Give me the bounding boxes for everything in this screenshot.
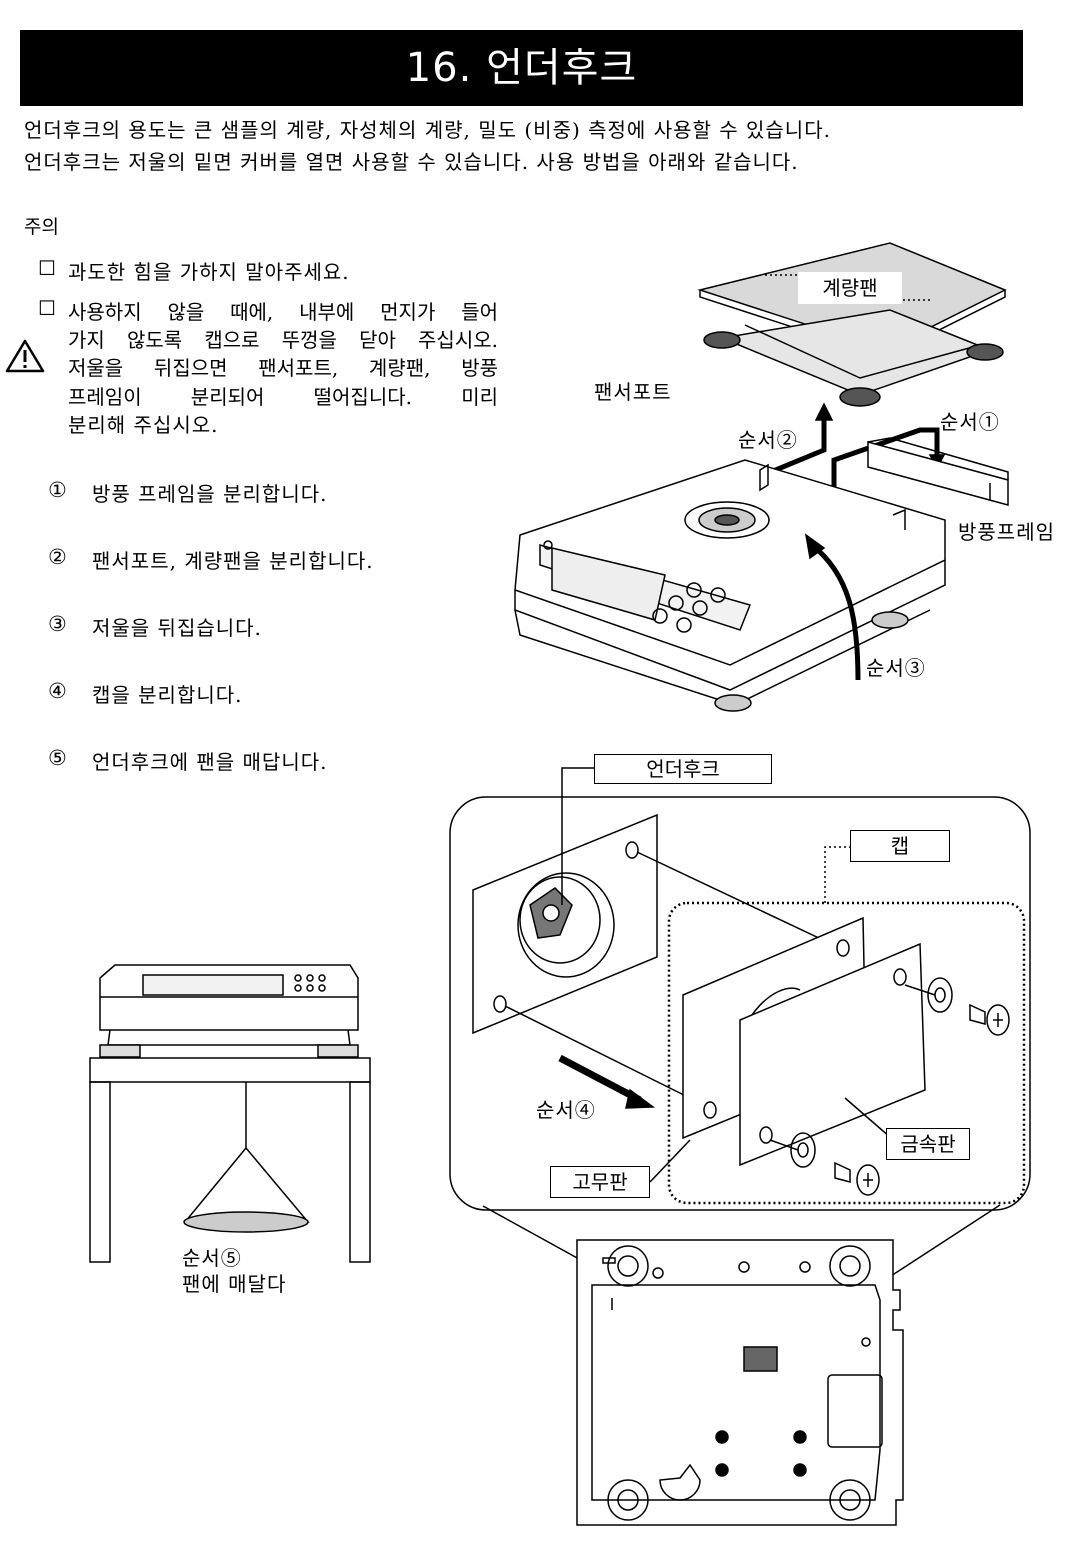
caution-line: 분리해 주십시오. bbox=[68, 413, 219, 437]
under-hook-label: 언더후크 bbox=[594, 754, 772, 784]
intro-line-2: 언더후크는 저울의 밑면 커버를 열면 사용할 수 있습니다. 사용 방법을 아… bbox=[24, 150, 799, 174]
caution-line: 저울을 뒤집으면 팬서포트, 계량팬, 방풍 bbox=[68, 356, 498, 380]
step-number: ④ bbox=[48, 679, 67, 703]
step2-label: 순서② bbox=[738, 428, 798, 452]
windshield-label: 방풍프레임 bbox=[958, 520, 1055, 544]
step-text: 저울을 뒤집습니다. bbox=[92, 616, 262, 640]
cap-label: 캡 bbox=[850, 830, 950, 862]
intro-line-1: 언더후크의 용도는 큰 샘플의 계량, 자성체의 계량, 밀도 (비중) 측정에… bbox=[24, 118, 831, 142]
caution-heading: 주의 bbox=[24, 216, 59, 238]
weighing-pan-label: 계량팬 bbox=[798, 272, 902, 304]
section-title: 16. 언더후크 bbox=[405, 45, 638, 91]
metal-plate-label: 금속판 bbox=[886, 1128, 970, 1160]
caution-line: 가지 않도록 캡으로 뚜껑을 닫아 주십시오. bbox=[68, 328, 498, 352]
step-number: ③ bbox=[48, 612, 67, 636]
step-text: 캡을 분리합니다. bbox=[92, 683, 243, 707]
rubber-plate-label: 고무판 bbox=[550, 1166, 650, 1198]
step-number: ⑤ bbox=[48, 746, 67, 770]
step3-label: 순서③ bbox=[866, 656, 926, 680]
step5-label: 순서⑤ bbox=[182, 1246, 242, 1270]
step4-label: 순서④ bbox=[536, 1098, 596, 1122]
step-text: 언더후크에 팬을 매답니다. bbox=[92, 750, 328, 774]
pan-support-label: 팬서포트 bbox=[594, 380, 672, 404]
balance-bottom-view bbox=[576, 1239, 904, 1526]
windshield-frame-illustration bbox=[867, 437, 1009, 506]
hang-pan-label: 팬에 매달다 bbox=[182, 1272, 287, 1296]
pan-support-illustration bbox=[703, 309, 1004, 407]
warning-icon bbox=[5, 339, 45, 373]
step-number: ① bbox=[48, 478, 67, 502]
hanging-pan-illustration bbox=[89, 964, 371, 1263]
step-text: 팬서포트, 계량팬을 분리합니다. bbox=[92, 549, 374, 573]
balance-illustration bbox=[514, 459, 946, 712]
caution-line: 프레임이 분리되어 떨어집니다. 미리 bbox=[68, 385, 498, 409]
checkbox-icon: ☐ bbox=[38, 256, 56, 280]
checkbox-icon: ☐ bbox=[38, 296, 56, 320]
step-number: ② bbox=[48, 545, 67, 569]
caution-item-1: 과도한 힘을 가하지 말아주세요. bbox=[68, 260, 350, 284]
step-text: 방풍 프레임을 분리합니다. bbox=[92, 482, 328, 506]
section-title-bar bbox=[20, 30, 1023, 106]
caution-item-2: 사용하지 않을 때에, 내부에 먼지가 들어 bbox=[68, 300, 498, 324]
step1-label: 순서① bbox=[940, 410, 1000, 434]
